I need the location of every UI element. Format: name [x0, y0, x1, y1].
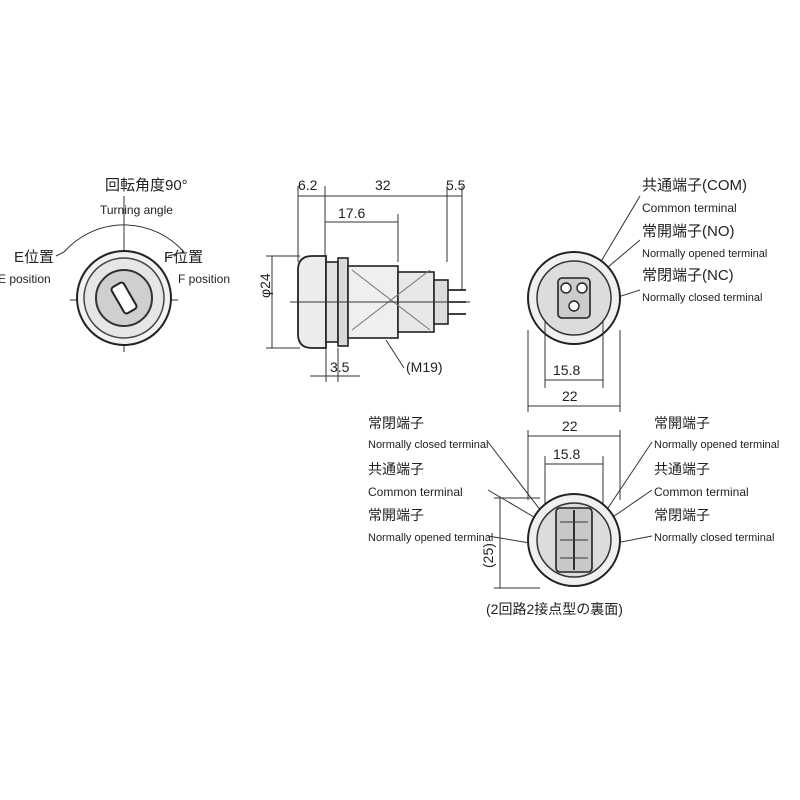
- left-no-label: 常開端子: [368, 507, 424, 523]
- body-cross-2: [351, 269, 431, 331]
- keyhole-icon: [110, 281, 138, 315]
- turning-angle-label: Turning angle: [100, 203, 173, 217]
- dim-22-bottom: 22: [562, 418, 578, 434]
- right-no-label: 常開端子: [654, 415, 710, 431]
- com-label: 共通端子(COM): [642, 177, 747, 194]
- nc-label-en: Normally closed terminal: [642, 292, 762, 304]
- rear-view-top: 共通端子(COM) Common terminal 常開端子(NO) Norma…: [527, 177, 767, 412]
- f-position-label: F位置: [164, 249, 203, 266]
- e-position-en-label: E position: [0, 272, 51, 286]
- left-com-label: 共通端子: [368, 461, 424, 477]
- no-terminal-icon: [576, 282, 588, 294]
- com-terminal-icon: [560, 282, 572, 294]
- dim-17-6: 17.6: [338, 205, 365, 221]
- e-position-label: E位置: [14, 249, 54, 266]
- dim-6-2: 6.2: [298, 177, 318, 193]
- rotation-angle-label: 回転角度90°: [105, 177, 188, 194]
- no-label: 常開端子(NO): [642, 223, 735, 240]
- rear-caption: (2回路2接点型の裏面): [486, 601, 623, 617]
- thread-leader: [385, 339, 405, 369]
- dim-15-8-top: 15.8: [553, 362, 580, 378]
- e-leader: [55, 251, 65, 257]
- front-view: 回転角度90° Turning angle E位置 E position F位置…: [0, 177, 230, 352]
- dim-phi24: φ24: [257, 273, 273, 298]
- com-label-en: Common terminal: [642, 201, 737, 215]
- dim-15-8-bottom: 15.8: [553, 446, 580, 462]
- dim-22-top: 22: [562, 388, 578, 404]
- dim-3-5: 3.5: [330, 359, 350, 375]
- dim-5-5: 5.5: [446, 177, 466, 193]
- right-com-label: 共通端子: [654, 461, 710, 477]
- leader-left-nc: [487, 441, 549, 521]
- dim-32: 32: [375, 177, 391, 193]
- f-leader: [167, 251, 185, 257]
- side-view: 6.2 32 5.5 17.6 φ24 3.5 (M19): [257, 177, 470, 382]
- left-no-label-en: Normally opened terminal: [368, 532, 493, 544]
- dim-25: (25): [480, 543, 496, 568]
- rear-view-bottom: 22 15.8 常閉端子 Normally closed terminal 共通…: [368, 415, 779, 617]
- no-label-en: Normally opened terminal: [642, 248, 767, 260]
- thread-label: (M19): [406, 359, 443, 375]
- right-nc-label-en: Normally closed terminal: [654, 532, 774, 544]
- nc-terminal-icon: [568, 300, 580, 312]
- right-nc-label: 常閉端子: [654, 507, 710, 523]
- right-com-label-en: Common terminal: [654, 485, 749, 499]
- right-no-label-en: Normally opened terminal: [654, 439, 779, 451]
- left-nc-label: 常閉端子: [368, 415, 424, 431]
- left-com-label-en: Common terminal: [368, 485, 463, 499]
- nc-label: 常閉端子(NC): [642, 267, 734, 284]
- left-nc-label-en: Normally closed terminal: [368, 439, 488, 451]
- f-position-en-label: F position: [178, 272, 230, 286]
- leader-right-no: [599, 441, 653, 521]
